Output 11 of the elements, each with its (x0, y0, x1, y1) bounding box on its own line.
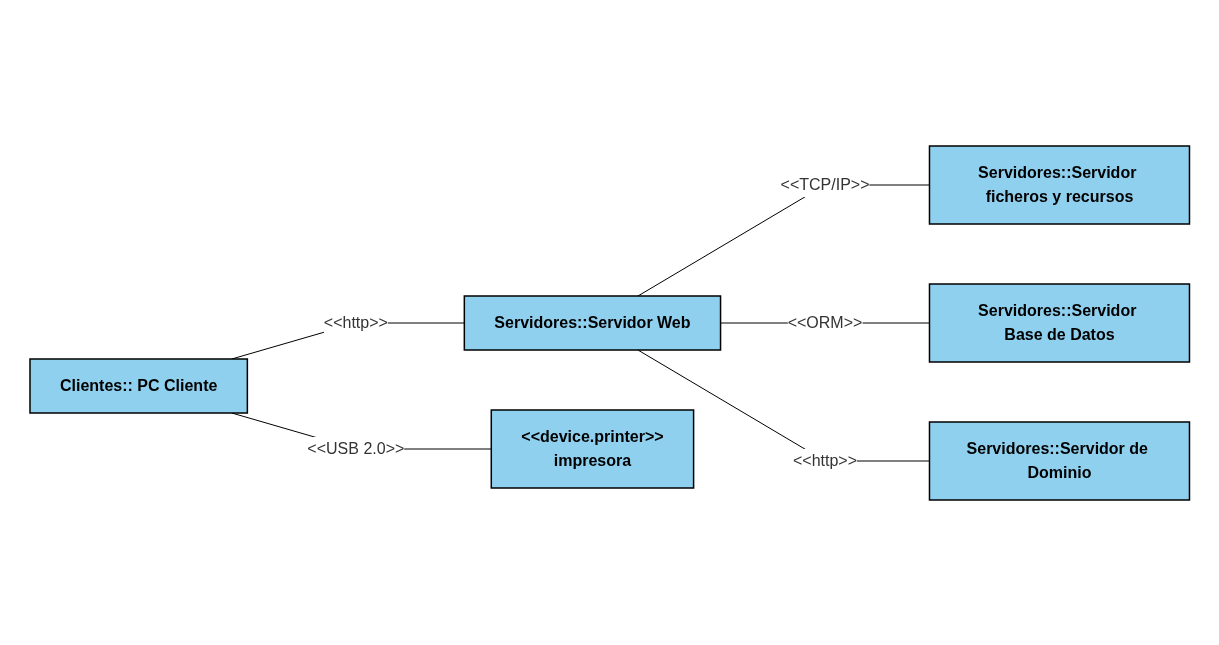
edge-label: <<http>> (323, 313, 388, 331)
edge-label: <<USB 2.0>> (307, 439, 405, 457)
node-box: Servidores::Servidor Base de Datos (928, 282, 1190, 363)
node-box: Clientes:: PC Cliente (29, 357, 248, 414)
node-box: <<device.printer>> impresora (490, 408, 695, 489)
edge-label: <<TCP/IP>> (780, 175, 870, 193)
node-box: Servidores::Servidor Web (463, 294, 722, 351)
edge-label: <<ORM>> (787, 313, 863, 331)
edge-label: <<http>> (792, 451, 857, 469)
node-box: Servidores::Servidor de Dominio (928, 420, 1190, 501)
node-box: Servidores::Servidor ficheros y recursos (928, 144, 1190, 225)
